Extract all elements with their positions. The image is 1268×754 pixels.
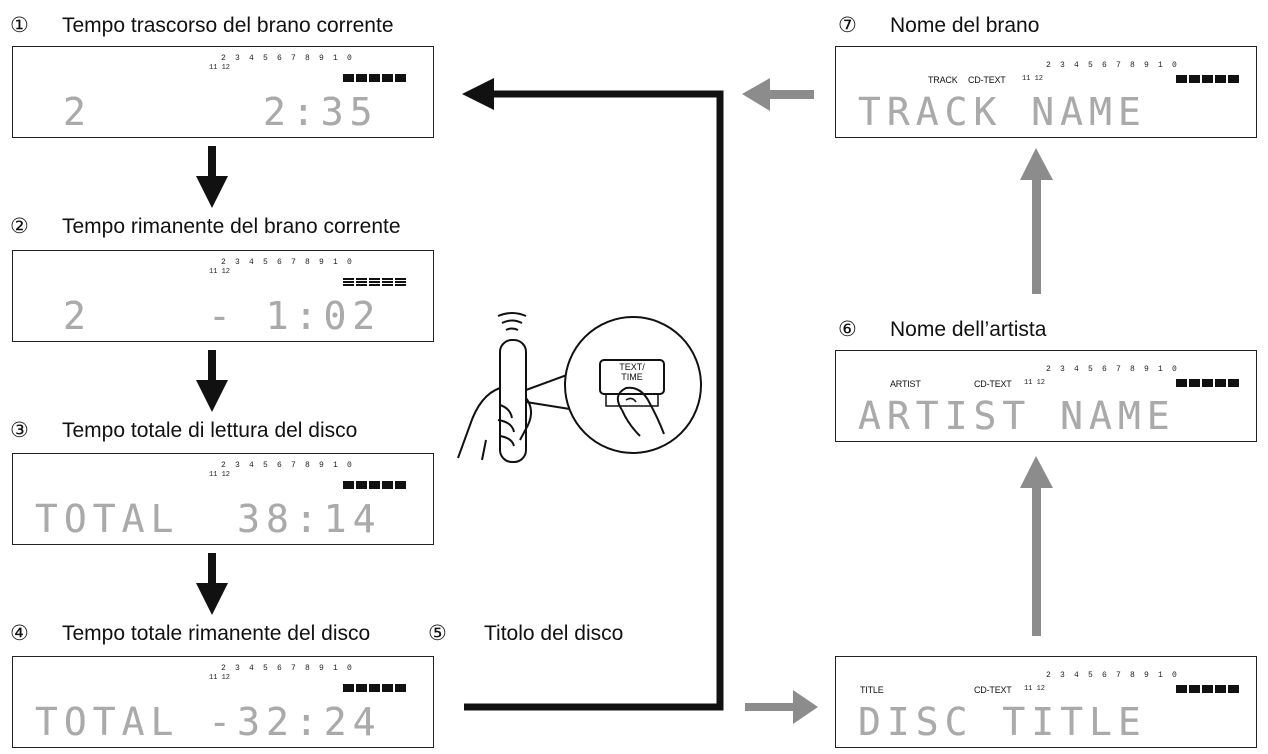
level-meter [1176,379,1239,387]
step-text: Tempo rimanente del brano corrente [62,215,401,238]
level-meter [343,74,406,82]
step-1-label: ① Tempo trascorso del brano corrente [10,14,394,38]
segment-numbers-sub: 11 12 [209,674,231,682]
segment-numbers-sub: 11 12 [209,471,231,479]
up-arrow-icon [1020,456,1053,636]
remaining-time-readout: TOTAL -32:24 [35,700,382,744]
level-meter [1176,75,1239,83]
step-number: ⑦ [838,14,857,37]
level-meter [343,481,406,489]
cd-text-indicator: CD-TEXT [974,685,1012,695]
zoom-circle [564,316,702,454]
total-time-readout: TOTAL 38:14 [35,497,382,541]
cd-text-indicator: CD-TEXT [974,379,1012,389]
disc-title-readout: DISC TITLE [858,700,1147,744]
right-arrow-icon [745,690,818,724]
time-readout: - 1:02 [208,294,382,338]
step-text: Nome dell’artista [890,318,1047,341]
track-number-readout: 2 [63,294,92,338]
text-time-button-label: TEXT/ TIME [619,362,645,382]
segment-numbers: 2 3 4 5 6 7 8 9 1 0 [221,664,355,673]
segment-numbers-sub: 11 12 [1024,685,1046,693]
title-indicator: TITLE [860,685,884,695]
segment-numbers: 2 3 4 5 6 7 8 9 1 0 [221,258,355,267]
track-indicator: TRACK [928,75,958,85]
step-number: ③ [10,419,29,442]
track-number-readout: 2 [63,90,92,134]
step-3-label: ③ Tempo totale di lettura del disco [10,419,357,443]
artist-indicator: ARTIST [890,379,921,389]
down-arrow-icon [196,553,228,615]
display-disc-title: TITLE CD-TEXT 2 3 4 5 6 7 8 9 1 0 11 12 … [835,656,1257,748]
segment-numbers-sub: 11 12 [209,268,231,276]
display-remaining-track-time: 2 3 4 5 6 7 8 9 1 0 11 12 2 - 1:02 [12,250,434,342]
step-number: ⑥ [838,318,857,341]
loop-back-arrow-icon [462,78,724,711]
track-name-readout: TRACK NAME [858,90,1147,134]
display-total-disc-time: 2 3 4 5 6 7 8 9 1 0 11 12 TOTAL 38:14 [12,453,434,545]
artist-name-readout: ARTIST NAME [858,394,1176,438]
step-4-label: ④ Tempo totale rimanente del disco [10,622,370,646]
step-text: Tempo trascorso del brano corrente [62,14,394,37]
step-number: ④ [10,622,29,645]
down-arrow-icon [196,146,228,208]
step-text: Titolo del disco [484,622,624,645]
segment-numbers-sub: 11 12 [1022,75,1044,83]
remote-control-icon [457,312,577,463]
level-meter [343,278,406,286]
left-arrow-icon [742,78,814,111]
step-2-label: ② Tempo rimanente del brano corrente [10,215,401,239]
segment-numbers: 2 3 4 5 6 7 8 9 1 0 [221,461,355,470]
display-total-remaining-disc-time: 2 3 4 5 6 7 8 9 1 0 11 12 TOTAL -32:24 [12,656,434,748]
level-meter [343,684,406,692]
display-track-name: TRACK CD-TEXT 2 3 4 5 6 7 8 9 1 0 11 12 … [835,46,1257,138]
step-text: Tempo totale di lettura del disco [62,419,358,442]
segment-numbers-sub: 11 12 [1024,379,1046,387]
step-number: ⑤ [428,622,447,645]
segment-numbers: 2 3 4 5 6 7 8 9 1 0 [221,54,355,63]
step-text: Nome del brano [890,14,1040,37]
down-arrow-icon [196,350,228,412]
level-meter [1176,685,1239,693]
segment-numbers: 2 3 4 5 6 7 8 9 1 0 [1046,671,1180,680]
segment-numbers: 2 3 4 5 6 7 8 9 1 0 [1046,365,1180,374]
up-arrow-icon [1020,148,1053,294]
segment-numbers: 2 3 4 5 6 7 8 9 1 0 [1046,61,1180,70]
time-readout: 2:35 [263,90,379,134]
step-7-label: ⑦ Nome del brano [838,14,1039,38]
display-elapsed-track-time: 2 3 4 5 6 7 8 9 1 0 11 12 2 2:35 [12,46,434,138]
segment-numbers-sub: 11 12 [209,64,231,72]
step-number: ① [10,14,29,37]
display-artist-name: ARTIST CD-TEXT 2 3 4 5 6 7 8 9 1 0 11 12… [835,350,1257,442]
step-number: ② [10,215,29,238]
step-text: Tempo totale rimanente del disco [62,622,371,645]
step-5-label: ⑤ Titolo del disco [428,622,623,646]
step-6-label: ⑥ Nome dell’artista [838,318,1046,342]
cd-text-indicator: CD-TEXT [968,75,1006,85]
